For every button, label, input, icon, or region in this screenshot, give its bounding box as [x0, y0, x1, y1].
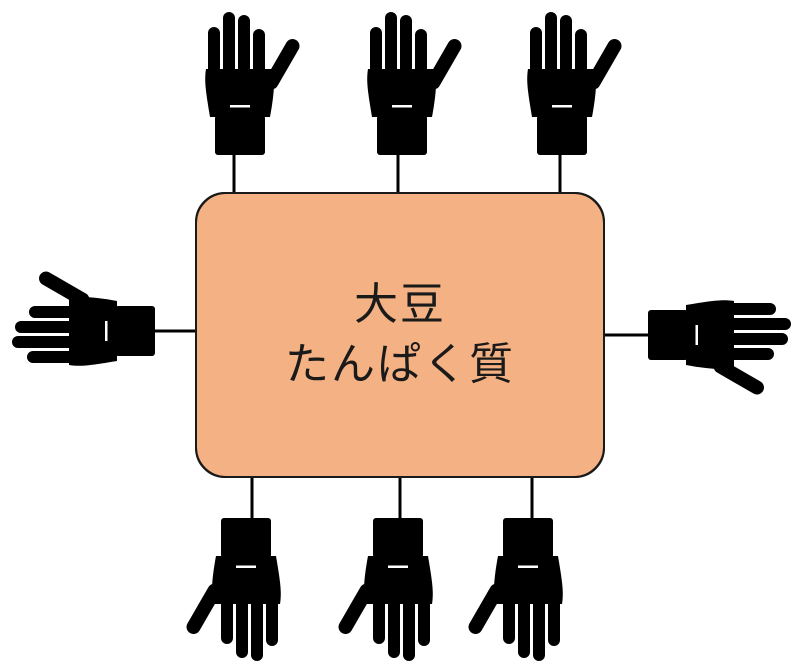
center-label-line-2: たんぱく質: [285, 339, 515, 390]
connector-lines: [155, 150, 648, 520]
open-hand-icon: [205, 12, 303, 155]
open-hand-icon: [367, 12, 465, 155]
open-hand-icon: [648, 300, 791, 398]
center-box: 大豆 たんぱく質: [195, 192, 605, 478]
center-label-line-1: 大豆: [354, 279, 446, 330]
open-hand-icon: [335, 518, 433, 661]
open-hand-icon: [12, 268, 155, 366]
open-hand-icon: [183, 518, 281, 661]
open-hand-icon: [465, 518, 563, 661]
open-hand-icon: [527, 12, 625, 155]
